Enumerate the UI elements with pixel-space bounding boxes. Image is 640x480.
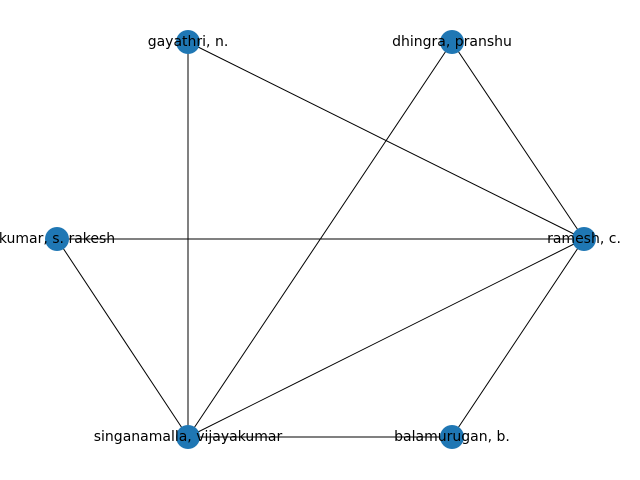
node-label-gayathri: gayathri, n. xyxy=(148,34,229,50)
node-label-ramesh: ramesh, c. xyxy=(547,231,621,247)
node-label-dhingra: dhingra, pranshu xyxy=(392,34,512,50)
edge-layer xyxy=(56,41,585,438)
edge-ramesh-singanamalla xyxy=(187,238,585,438)
node-balamurugan xyxy=(440,425,464,449)
node-ramesh xyxy=(572,227,596,251)
edge-dhingra-ramesh xyxy=(451,41,585,240)
node-layer xyxy=(45,30,596,449)
node-label-kumar: kumar, s. rakesh xyxy=(0,231,115,247)
node-singanamalla xyxy=(176,425,200,449)
node-label-singanamalla: singanamalla, vijayakumar xyxy=(94,429,283,445)
node-dhingra xyxy=(440,30,464,54)
edge-kumar-singanamalla xyxy=(56,238,189,438)
node-kumar xyxy=(45,227,69,251)
node-gayathri xyxy=(176,30,200,54)
node-label-balamurugan: balamurugan, b. xyxy=(394,429,510,445)
edge-ramesh-balamurugan xyxy=(451,238,585,438)
label-layer: gayathri, n. dhingra, pranshu kumar, s. ra… xyxy=(0,34,621,445)
